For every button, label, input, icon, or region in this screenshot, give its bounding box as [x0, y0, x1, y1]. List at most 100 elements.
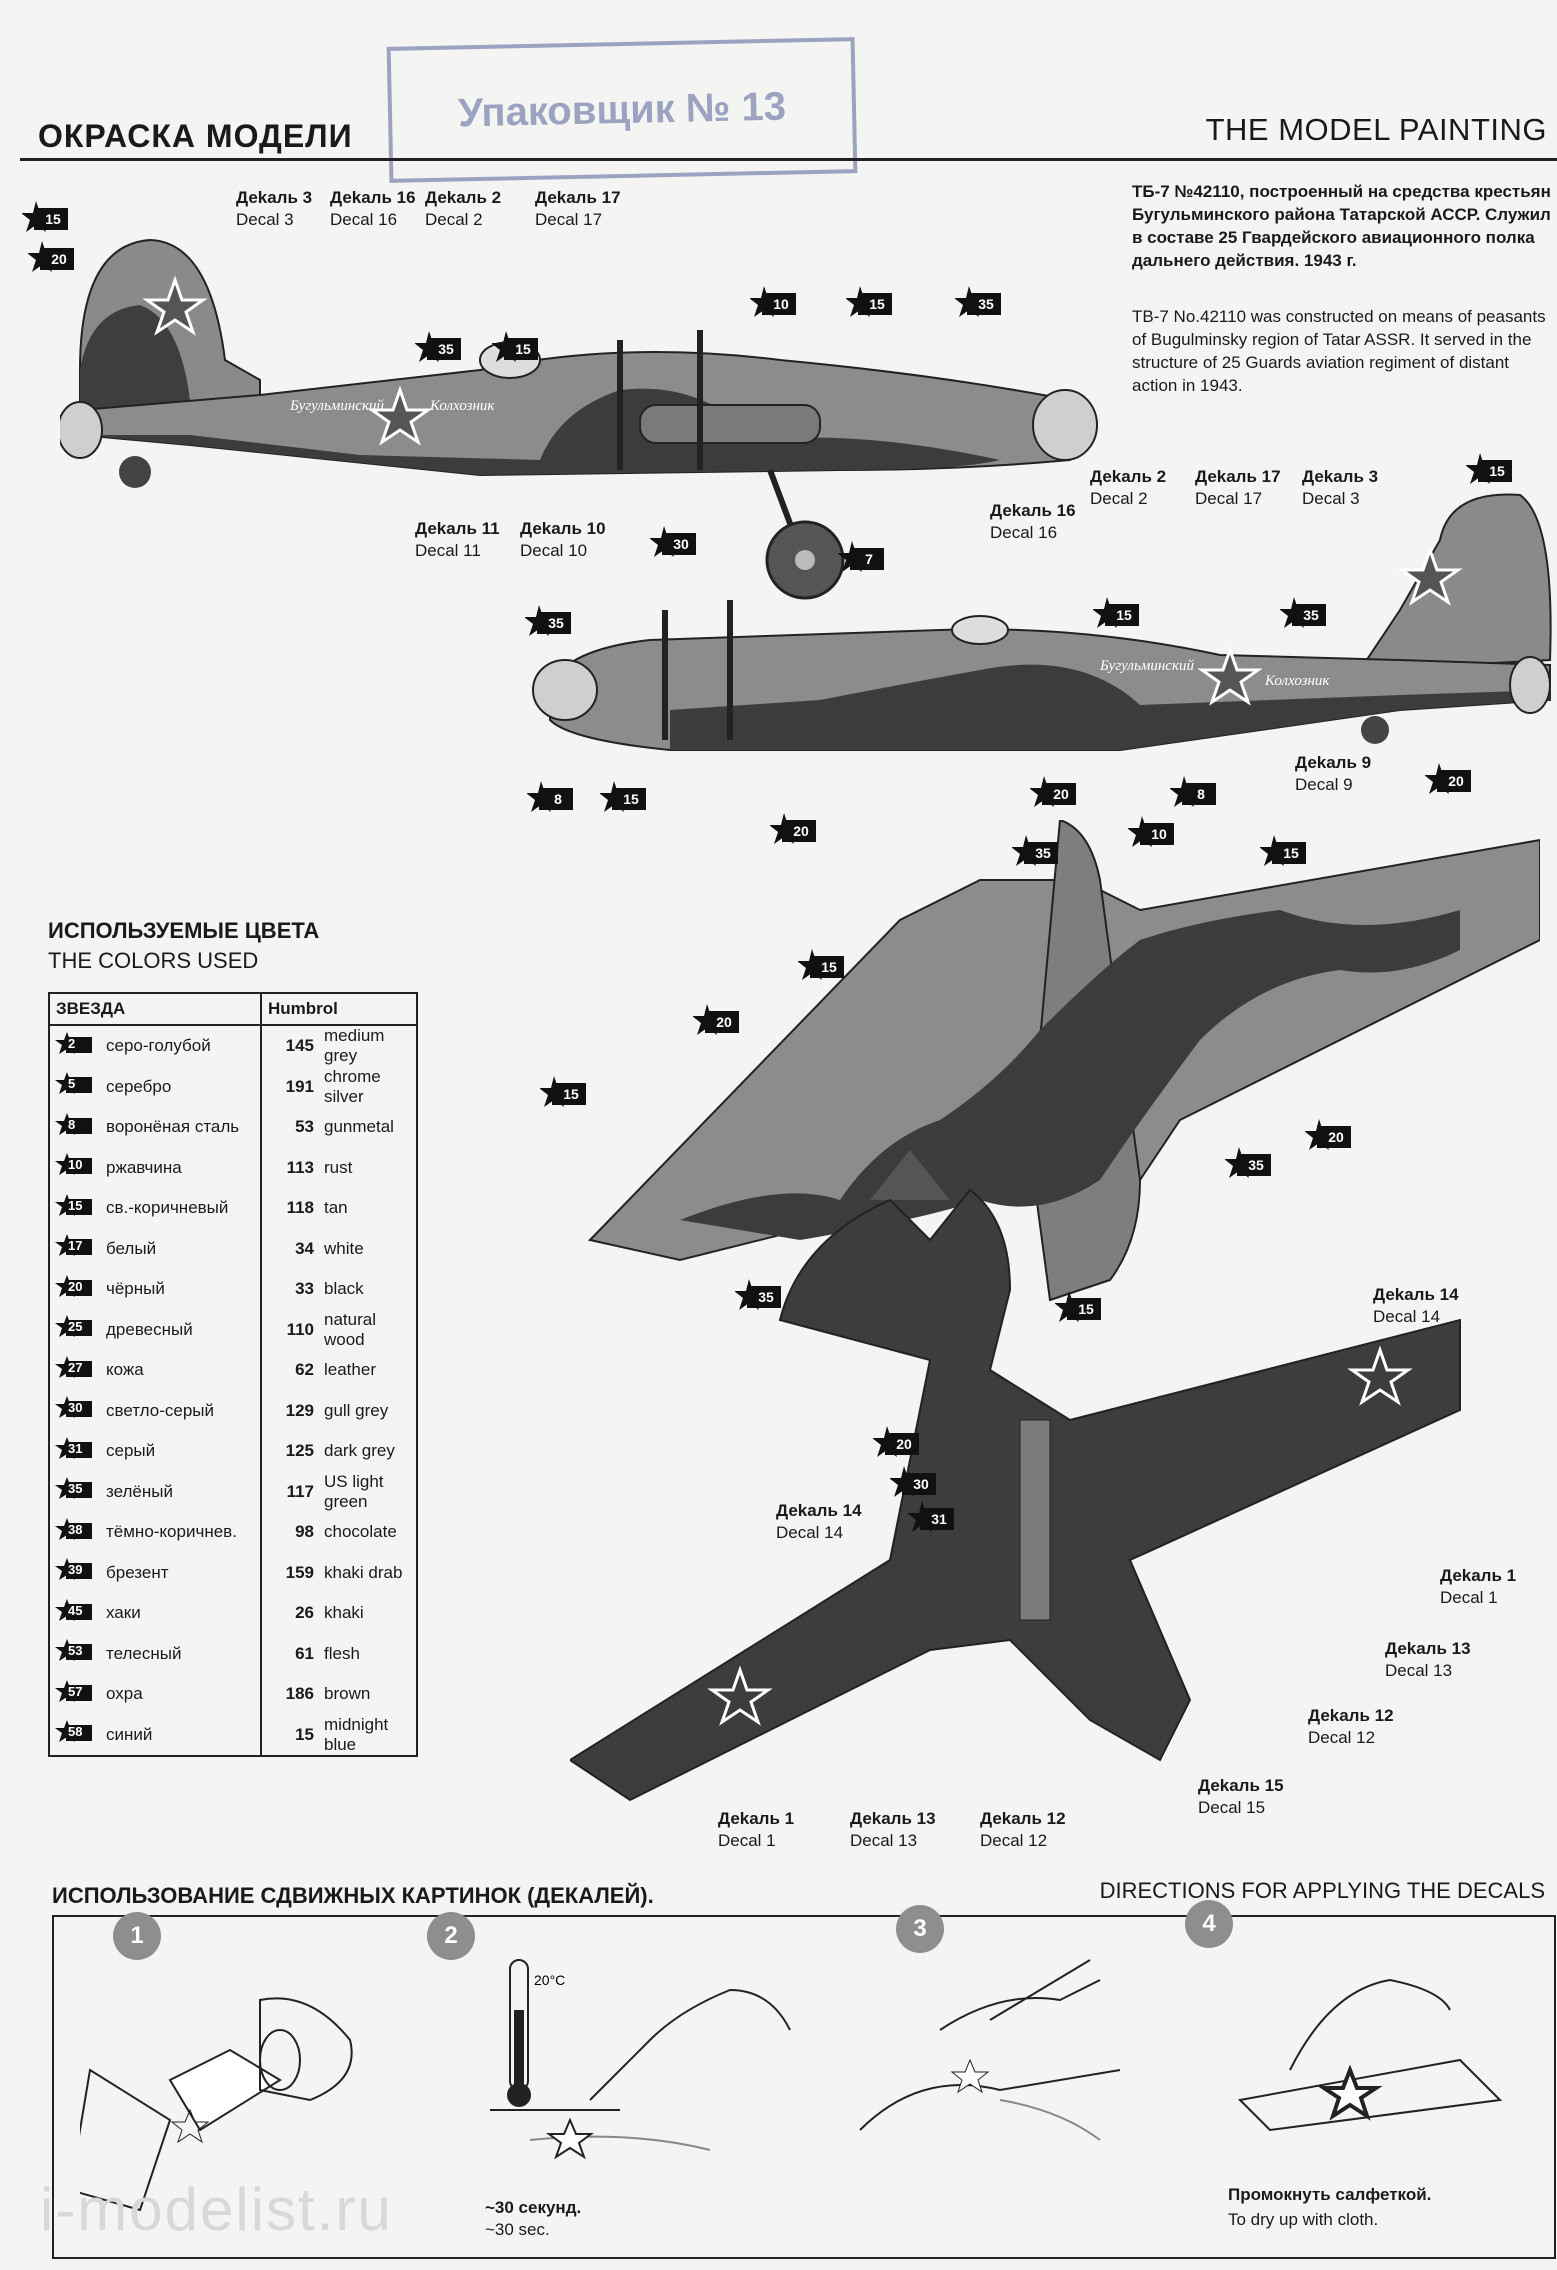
svg-text:15: 15 — [1489, 463, 1505, 479]
col-humbrol-header: Humbrol — [261, 993, 417, 1026]
color-star-badge: 31 — [49, 1431, 102, 1472]
step-4-badge: 4 — [1185, 1900, 1233, 1948]
color-star-badge: 10 — [49, 1148, 102, 1189]
color-name-ru: воронёная сталь — [102, 1107, 262, 1148]
callout-star-15: 15 — [797, 948, 846, 993]
humbrol-number: 117 — [286, 1481, 314, 1501]
svg-text:35: 35 — [758, 1289, 774, 1305]
humbrol-number: 113 — [286, 1157, 314, 1177]
inscription-1a: Бугульминский — [289, 398, 384, 414]
svg-text:35: 35 — [978, 296, 994, 312]
humbrol-name: brown — [324, 1684, 371, 1704]
side-view-right: Бугульминский Колхозник — [532, 493, 1552, 751]
color-name-ru: серый — [102, 1431, 262, 1472]
humbrol-number: 191 — [285, 1076, 314, 1096]
color-name-ru: телесный — [102, 1633, 262, 1674]
callout-star-20: 20 — [872, 1425, 921, 1470]
svg-text:35: 35 — [1303, 607, 1319, 623]
humbrol-number: 15 — [295, 1724, 314, 1744]
directions-panel — [52, 1915, 1556, 2259]
temperature-label: 20°C — [534, 1972, 565, 1988]
callout-star-15: 15 — [1465, 452, 1514, 497]
color-name-ru: кожа — [102, 1350, 262, 1391]
callout-star-20: 20 — [1304, 1118, 1353, 1163]
callout-star-8: 8 — [1169, 775, 1218, 820]
callout-star-20: 20 — [769, 812, 818, 857]
color-star-badge: 39 — [49, 1553, 102, 1594]
callout-star-15: 15 — [1259, 834, 1308, 879]
humbrol-number: 98 — [295, 1522, 314, 1542]
callout-star-15: 15 — [1054, 1290, 1103, 1335]
humbrol-name: white — [324, 1238, 364, 1258]
callout-star-20: 20 — [27, 240, 76, 285]
color-name-ru: серебро — [102, 1066, 262, 1107]
callout-star-15: 15 — [539, 1075, 588, 1120]
time-ru: ~30 секунд. — [485, 2198, 582, 2217]
color-name-ru: охра — [102, 1674, 262, 1715]
svg-text:8: 8 — [1197, 786, 1205, 802]
color-star-badge: 30 — [49, 1391, 102, 1432]
step-3-illustration — [859, 1959, 1121, 2141]
dry-en: To dry up with cloth. — [1228, 2210, 1379, 2229]
humbrol-name: khaki — [324, 1603, 364, 1623]
aircraft-info-ru: ТБ-7 №42110, построенный на средства кре… — [1132, 182, 1551, 270]
humbrol-number: 53 — [295, 1117, 314, 1137]
svg-text:15: 15 — [1283, 845, 1299, 861]
callout-star-7: 7 — [837, 540, 886, 585]
humbrol-name: black — [324, 1279, 364, 1299]
color-star-badge: 25 — [49, 1310, 102, 1351]
callout-star-15: 15 — [21, 200, 70, 245]
humbrol-name: tan — [324, 1198, 348, 1218]
color-name-ru: брезент — [102, 1552, 262, 1593]
svg-text:15: 15 — [45, 211, 61, 227]
svg-text:15: 15 — [869, 296, 885, 312]
time-en: ~30 sec. — [485, 2220, 550, 2239]
humbrol-number: 62 — [295, 1360, 314, 1380]
color-name-ru: белый — [102, 1228, 262, 1269]
color-star-badge: 58 — [49, 1715, 102, 1757]
color-name-ru: ржавчина — [102, 1147, 262, 1188]
bottom-view — [570, 1188, 1461, 1802]
humbrol-number: 33 — [295, 1279, 314, 1299]
svg-text:15: 15 — [1116, 607, 1132, 623]
step-2-badge: 2 — [427, 1912, 475, 1960]
color-star-badge: 5 — [49, 1067, 102, 1108]
color-star-badge: 35 — [49, 1472, 102, 1513]
humbrol-name: flesh — [324, 1643, 360, 1663]
svg-text:15: 15 — [1078, 1301, 1094, 1317]
callout-star-15: 15 — [599, 780, 648, 825]
colors-title-en: THE COLORS USED — [48, 948, 259, 973]
color-name-ru: тёмно-коричнев. — [102, 1512, 262, 1553]
callout-star-35: 35 — [954, 285, 1003, 330]
color-star-badge: 17 — [49, 1229, 102, 1270]
humbrol-number: 129 — [285, 1400, 314, 1420]
humbrol-name: chrome silver — [324, 1066, 381, 1106]
svg-text:10: 10 — [773, 296, 789, 312]
dry-ru: Промокнуть салфеткой. — [1228, 2185, 1432, 2204]
svg-text:35: 35 — [438, 341, 454, 357]
callout-star-35: 35 — [1224, 1146, 1273, 1191]
humbrol-name: gunmetal — [324, 1117, 394, 1137]
svg-text:15: 15 — [623, 791, 639, 807]
callout-star-8: 8 — [526, 780, 575, 825]
